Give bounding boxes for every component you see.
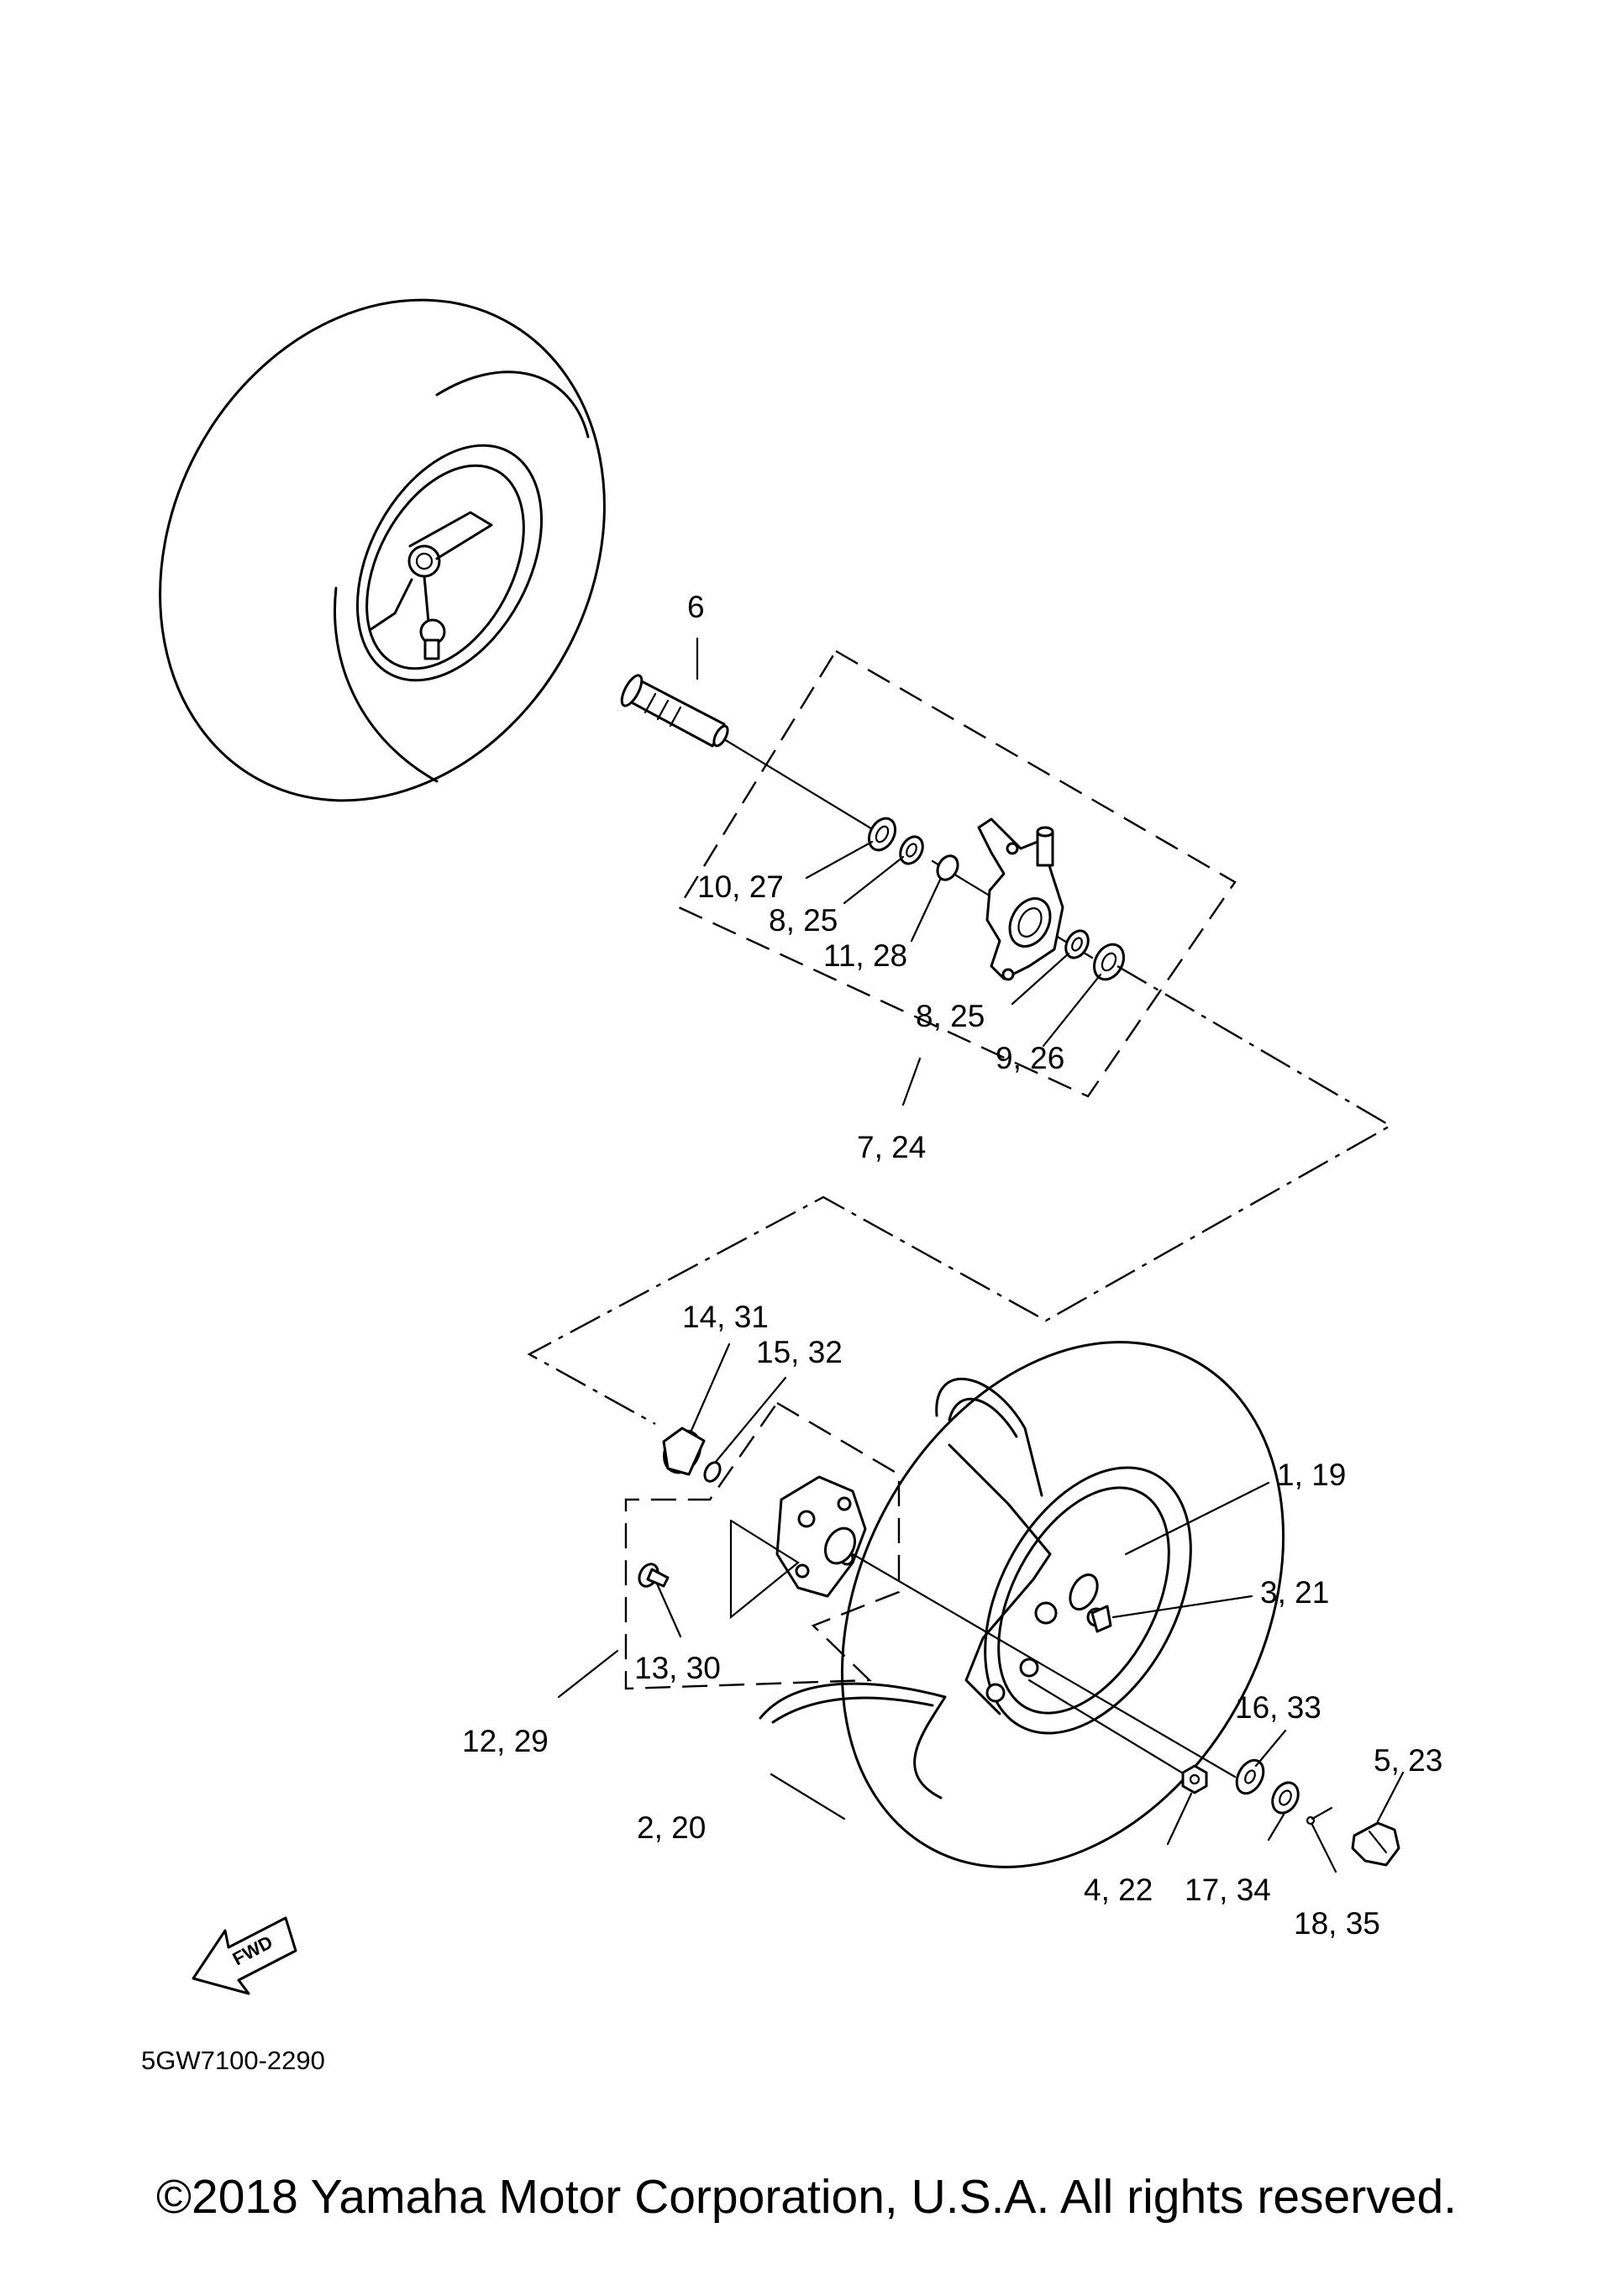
callout-11-28: 11, 28: [823, 938, 907, 973]
axle-washer: [1235, 1758, 1265, 1795]
upper-bearings: [867, 817, 1126, 981]
callout-12-29: 12, 29: [462, 1724, 549, 1758]
wheel-cap: [1351, 1821, 1400, 1867]
callout-5-23: 5, 23: [1374, 1743, 1442, 1778]
callout-4-22: 4, 22: [1084, 1873, 1153, 1907]
callout-2-20: 2, 20: [637, 1810, 706, 1845]
axle-centerline: [527, 964, 1393, 1426]
castle-nut: [1271, 1781, 1300, 1815]
callout-13-30: 13, 30: [634, 1651, 721, 1685]
callout-8-25-upper: 8, 25: [769, 903, 838, 938]
steering-knuckle: [977, 817, 1064, 981]
cotter-pin: [1311, 1806, 1333, 1821]
forward-arrow: FWD: [192, 1916, 297, 1995]
callout-1-19: 1, 19: [1277, 1458, 1346, 1492]
callout-9-26: 9, 26: [996, 1041, 1064, 1075]
collar-and-oring: [662, 1426, 722, 1483]
callout-6: 6: [687, 590, 705, 624]
lug-nut: [1181, 1764, 1208, 1794]
front-axle: [620, 674, 729, 748]
callout-3-21: 3, 21: [1260, 1575, 1329, 1610]
diagram-code: 5GW7100-2290: [141, 2046, 325, 2075]
wheel-hub: [775, 1475, 867, 1598]
knuckle-group-outline: [677, 649, 1237, 1098]
callout-15-32: 15, 32: [756, 1335, 843, 1369]
assembled-wheel-drawing: [159, 298, 606, 802]
callout-10-27: 10, 27: [697, 870, 784, 904]
callout-labels: 6 10, 27 8, 25 11, 28 8, 25 9, 26 7, 24 …: [462, 590, 1442, 1941]
leader-lines: [557, 637, 1405, 1873]
callout-16-33: 16, 33: [1235, 1690, 1321, 1725]
callout-8-25-lower: 8, 25: [916, 999, 985, 1033]
callout-17-34: 17, 34: [1185, 1873, 1271, 1907]
callout-14-31: 14, 31: [682, 1300, 769, 1334]
tire-valve: [1090, 1605, 1112, 1633]
hub-group-outline: [624, 1401, 901, 1690]
callout-18-35: 18, 35: [1294, 1906, 1380, 1941]
wheel-rim-halves: [759, 1341, 1285, 1868]
copyright-notice: ©2018 Yamaha Motor Corporation, U.S.A. A…: [156, 2170, 1457, 2224]
callout-7-24: 7, 24: [857, 1130, 926, 1164]
hub-bolt: [638, 1563, 670, 1588]
